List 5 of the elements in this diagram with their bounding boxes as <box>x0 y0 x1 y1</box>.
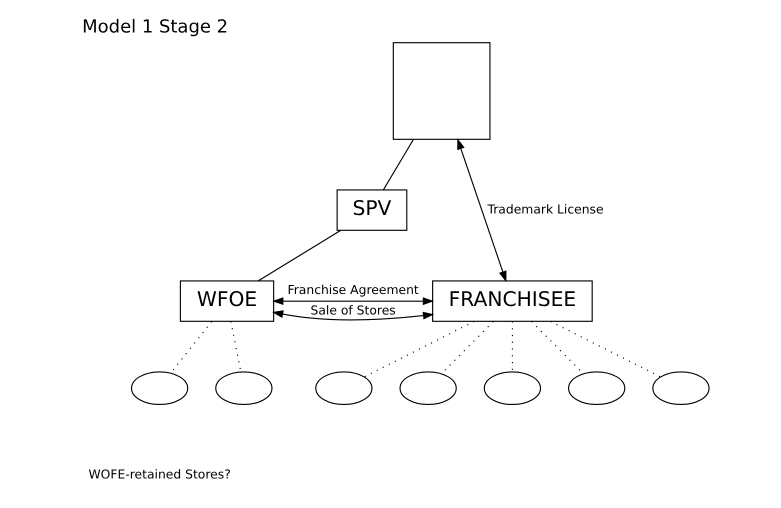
edge-label: Sale of Stores <box>310 302 396 317</box>
label: WOFE-retained Stores? <box>88 466 231 481</box>
diagram-title: Model 1 Stage 2 <box>82 16 228 37</box>
edge-label: Franchise Agreement <box>288 282 419 297</box>
edge-label: Trademark License <box>488 202 604 216</box>
